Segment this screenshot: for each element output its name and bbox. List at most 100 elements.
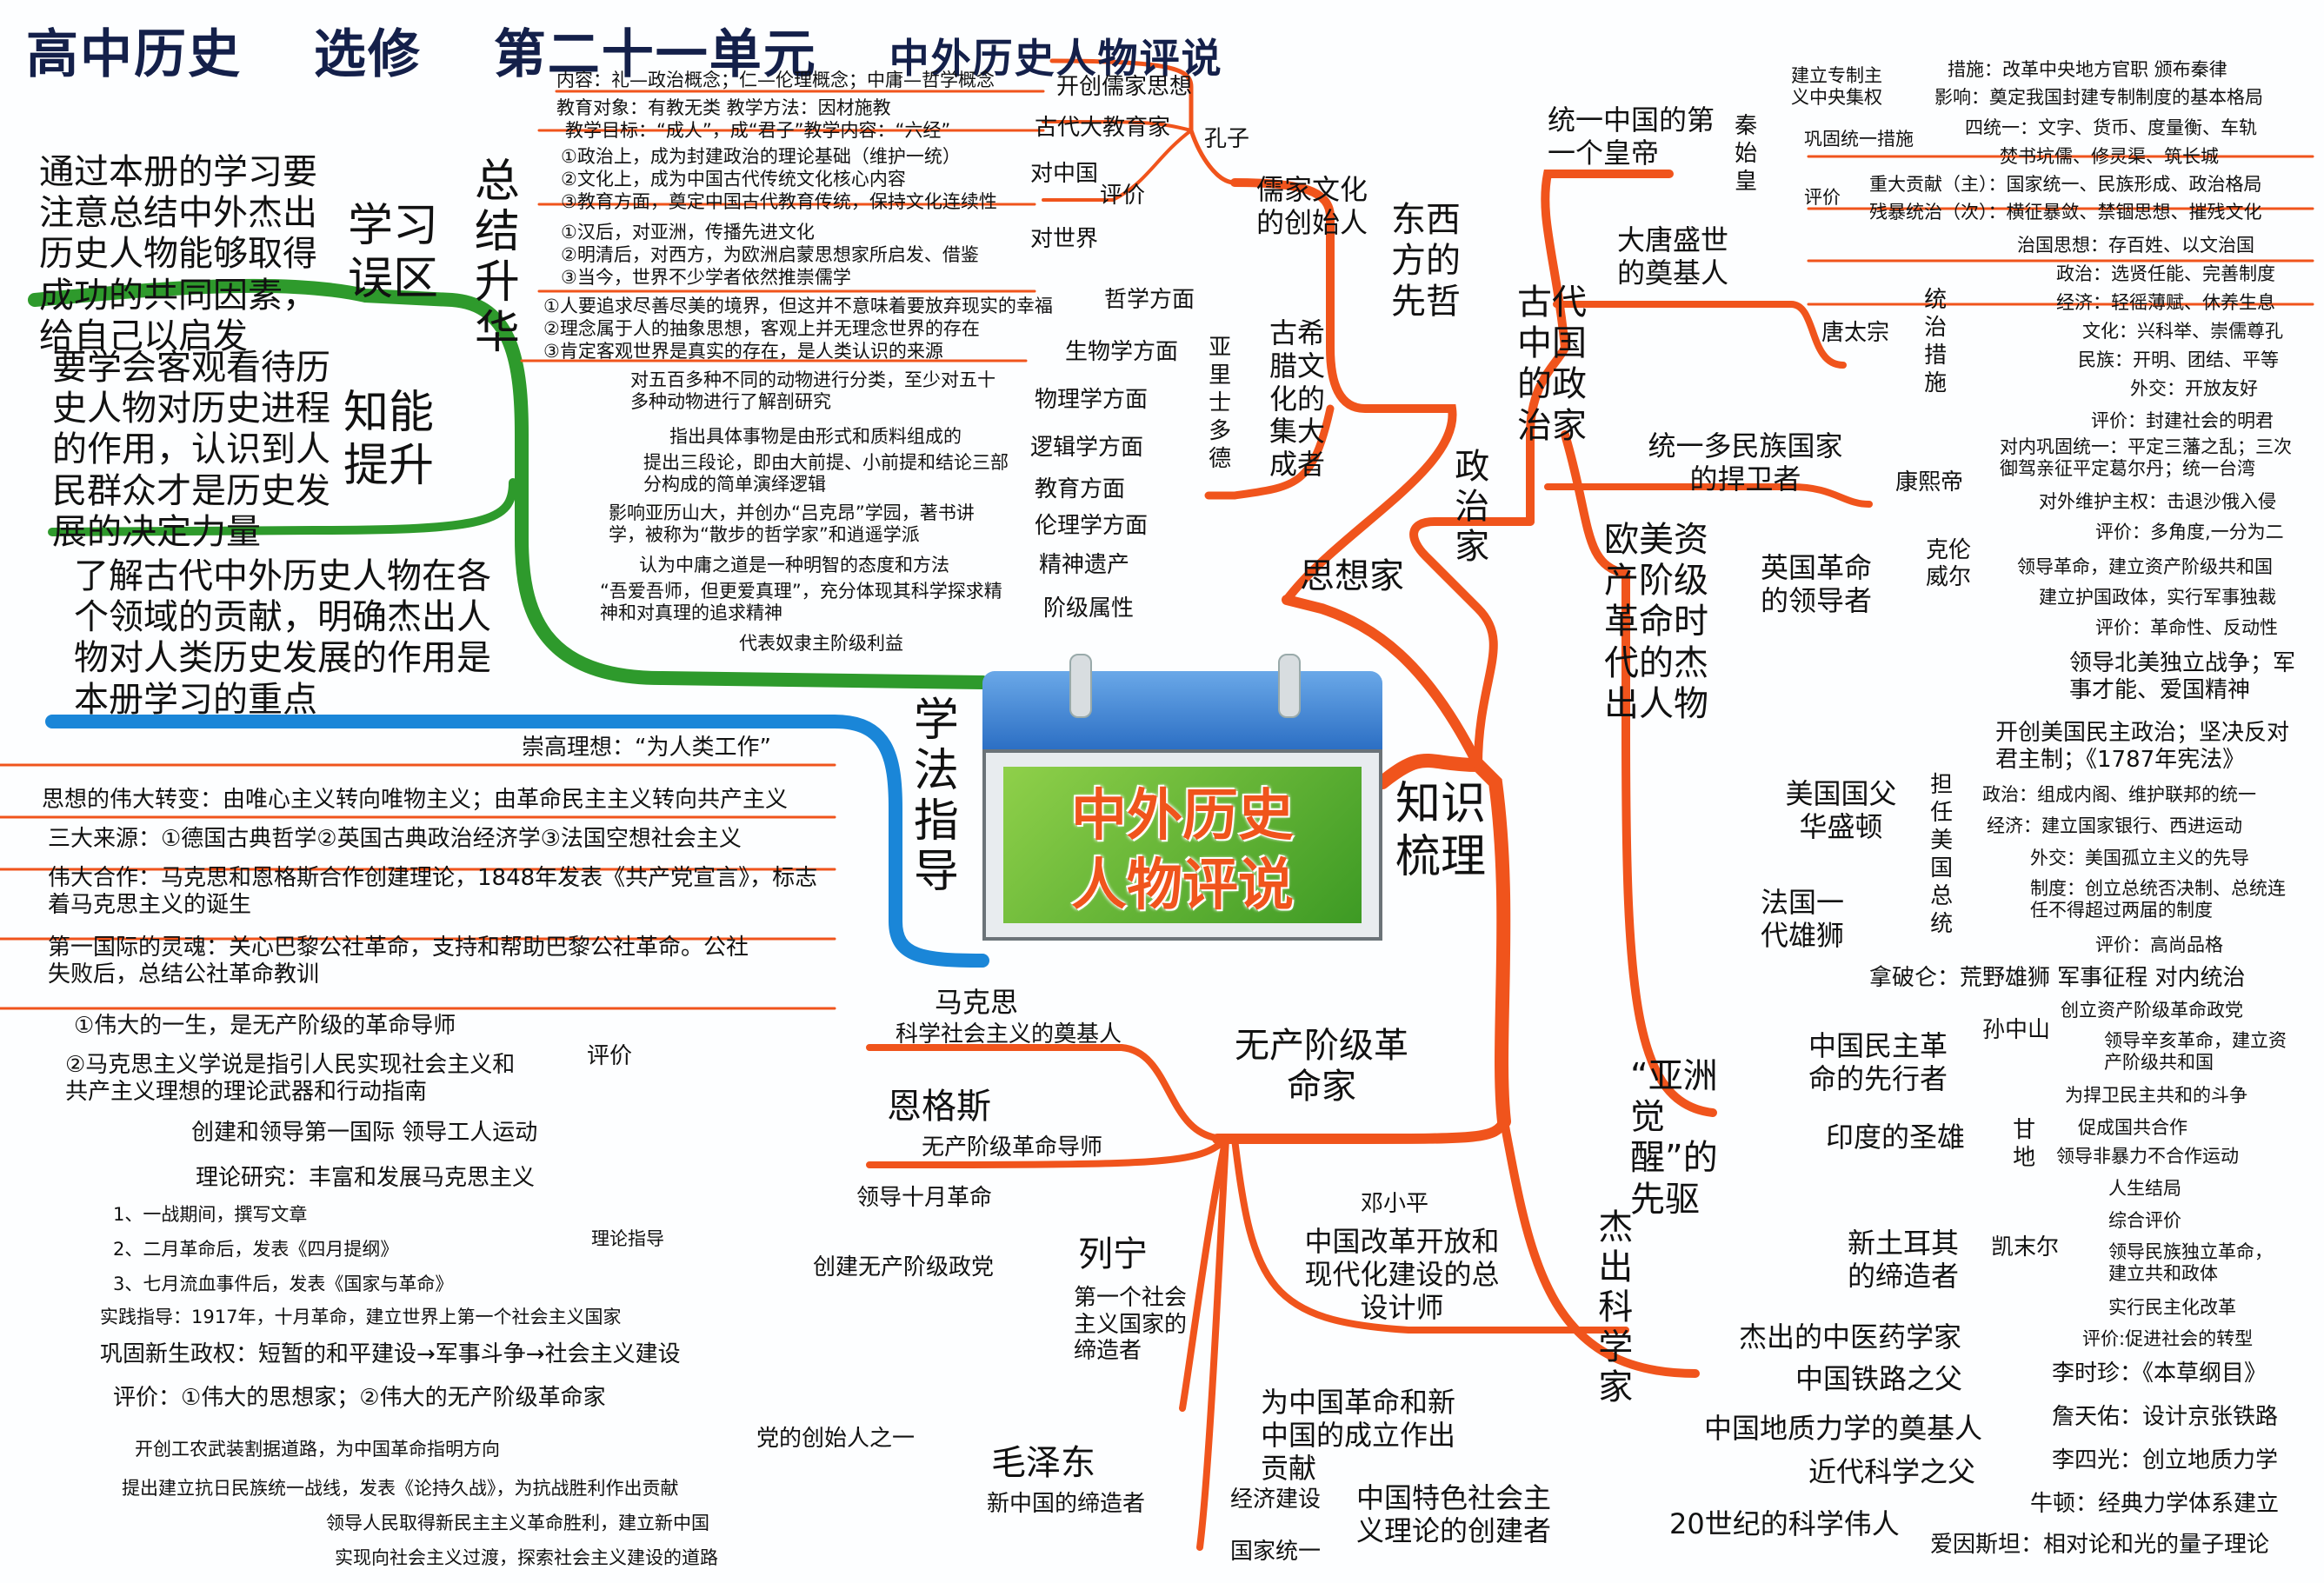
scientist-role: 近代科学之父 xyxy=(1808,1455,1976,1488)
aristotle-philosophy: ①人要追求尽善尽美的境界，但这并不意味着要放弃现实的幸福 xyxy=(543,296,1053,316)
qin-branch-label: 评价 xyxy=(1804,187,1841,208)
qin-item: 措施：改革中央地方官职 颁布秦律 xyxy=(1948,59,2227,80)
center-title-line2: 人物评说 xyxy=(1071,854,1294,918)
qin-branch-label: 巩固统一措施 xyxy=(1804,129,1914,150)
aristotle-logic: 提出三段论，即由大前提、小前提和结论三部分构成的简单演绎逻辑 xyxy=(643,452,1009,495)
center-calendar: 中外历史 人物评说 xyxy=(982,654,1382,941)
politicians-label: 政治家 xyxy=(1448,448,1489,568)
qin-item: 影响：奠定我国封建专制制度的基本格局 xyxy=(1934,87,2263,108)
aristotle-education: 影响亚历山大，并创办“吕克昂”学园，著书讲学，被称为“散步的哲学家”和逍遥学派 xyxy=(609,502,975,545)
sun-item: 创立资产阶级革命政党 xyxy=(2061,1000,2243,1021)
confucius-eval-world-label: 对世界 xyxy=(1030,226,1099,252)
lenin-theory-item: 2、二月革命后，发表《四月提纲》 xyxy=(113,1239,399,1260)
kemal-item: 领导民族独立革命，建立共和政体 xyxy=(2108,1241,2273,1284)
lenin-item: 评价：①伟大的思想家；②伟大的无产阶级革命家 xyxy=(113,1385,606,1411)
title-course: 高中历史 xyxy=(26,24,242,85)
washington-president-item: 评价：高尚品格 xyxy=(2095,935,2223,955)
marx-item: 崇高理想：“为人类工作” xyxy=(522,735,771,761)
kemal-role: 新土耳其的缔造者 xyxy=(1848,1227,1960,1293)
confucius-content: 内容：礼—政治概念；仁—伦理概念；中庸—哲学概念 xyxy=(556,70,995,90)
zhineng-tisheng-text: 要学会客观看待历史人物对历史进程的作用，认识到人民群众才是历史发展的决定力量 xyxy=(52,348,330,552)
lenin-title: 第一个社会主义国家的缔造者 xyxy=(1074,1285,1188,1365)
marx-item: 第一国际的灵魂：关心巴黎公社革命，支持和帮助巴黎公社革命。公社失败后，总结公社革… xyxy=(48,935,749,988)
sun-item: 领导辛亥革命，建立资产阶级共和国 xyxy=(2104,1030,2287,1073)
washington-president-label: 担任美国总统 xyxy=(1926,772,1953,939)
bourgeois-label: 欧美资产阶级革命时代的杰出人物 xyxy=(1604,520,1708,724)
cromwell-name: 克伦威尔 xyxy=(1926,537,1972,590)
method-label: 学法指导 xyxy=(905,695,958,897)
scientists-label: 杰出科学家 xyxy=(1592,1208,1633,1408)
tang-item: 治国思想：存百姓、以文治国 xyxy=(2017,235,2254,256)
washington-president-item: 外交：美国孤立主义的先导 xyxy=(2030,848,2249,868)
deng-theory: 中国特色社会主义理论的创建者 xyxy=(1356,1481,1552,1547)
confucius-eval-world: ①汉后，对亚洲，传播先进文化 xyxy=(561,222,815,243)
tang-sub-label: 统治措施 xyxy=(1920,287,1947,398)
mao-title: 新中国的缔造者 xyxy=(987,1491,1146,1517)
mao-item: 党的创始人之一 xyxy=(756,1426,916,1452)
washington-item: 开创美国民主政治；坚决反对君主制；《1787年宪法》 xyxy=(1995,720,2290,773)
aristotle-branch-label: 物理学方面 xyxy=(1035,387,1149,413)
deng-item: 国家统一 xyxy=(1230,1539,1322,1565)
scientist-role: 中国地质力学的奠基人 xyxy=(1704,1412,1983,1445)
aristotle-branch-label: 精神遗产 xyxy=(1039,552,1130,578)
lenin-item: 巩固新生政权：短暂的和平建设→军事斗争→社会主义建设 xyxy=(100,1341,681,1367)
confucius-eval-world: ③当今，世界不少学者依然推崇儒学 xyxy=(561,267,851,288)
zhineng-tisheng-label: 知能提升 xyxy=(343,387,435,493)
aristotle-branch-label: 教育方面 xyxy=(1035,476,1126,502)
confucius-eval-china-label: 对中国 xyxy=(1030,161,1099,187)
confucius-eval-world: ②明清后，对西方，为欧洲启蒙思想家所启发、借鉴 xyxy=(561,244,979,265)
confucius-eval-china: ③教育方面，奠定中国古代教育传统，保持文化连续性 xyxy=(561,191,997,212)
calendar-ring-icon xyxy=(1278,654,1301,718)
cromwell-item: 领导革命，建立资产阶级共和国 xyxy=(2017,556,2273,577)
title-unit: 第二十一单元 xyxy=(493,24,817,85)
washington-president-item: 经济：建立国家银行、西进运动 xyxy=(1987,815,2242,836)
calendar-panel xyxy=(1003,767,1362,923)
lenin-branch: 理论指导 xyxy=(591,1228,664,1249)
sun-item: 为捍卫民主共和的斗争 xyxy=(2065,1085,2247,1106)
lenin-name: 列宁 xyxy=(1078,1234,1148,1274)
aristotle-branch-label: 阶级属性 xyxy=(1043,595,1135,622)
qin-item: 残暴统治（次）：横征暴敛、禁锢思想、摧残文化 xyxy=(1869,202,2262,223)
qin-item: 四统一：文字、货币、度量衡、车轨 xyxy=(1965,117,2257,138)
knowledge-label: 知识梳理 xyxy=(1395,778,1487,884)
qin-item: 焚书坑儒、修灵渠、筑长城 xyxy=(2000,146,2219,167)
engels-title: 无产阶级革命导师 xyxy=(922,1134,1103,1161)
scientist-role: 杰出的中医药学家 xyxy=(1739,1320,1962,1354)
tang-item: 经济：轻徭薄赋、休养生息 xyxy=(2056,292,2275,313)
aristotle-branch-label: 逻辑学方面 xyxy=(1030,435,1144,461)
gandhi-role: 印度的圣雄 xyxy=(1826,1121,1966,1154)
sun-item: 促成国共合作 xyxy=(2078,1117,2187,1138)
lenin-branch: 领导十月革命 xyxy=(856,1185,993,1211)
summary-label: 总结升华 xyxy=(466,156,519,358)
sun-role: 中国民主革命的先行者 xyxy=(1808,1029,1948,1095)
xuexi-wuqu-text: 通过本册的学习要注意总结中外杰出历史人物能够取得成功的共同因素，给自己以启发 xyxy=(39,152,317,356)
tang-role: 大唐盛世的奠基人 xyxy=(1617,223,1729,289)
scientist-desc: 爱因斯坦：相对论和光的量子理论 xyxy=(1930,1532,2270,1558)
aristotle-philosophy: ③肯定客观世界是真实的存在，是人类认识的来源 xyxy=(543,341,943,362)
kemal-item: 实行民主化改革 xyxy=(2108,1297,2236,1318)
tang-item: 评价：封建社会的明君 xyxy=(2091,410,2274,431)
aristotle-biology: 对五百多种不同的动物进行分类，至少对五十多种动物进行了解剖研究 xyxy=(630,369,996,412)
tang-item: 政治：选贤任能、完善制度 xyxy=(2056,263,2275,284)
mao-item: 领导人民取得新民主主义革命胜利，建立新中国 xyxy=(326,1513,709,1533)
lenin-theory-item: 1、一战期间，撰写文章 xyxy=(113,1204,308,1225)
engels-item: 创建和领导第一国际 领导工人运动 xyxy=(191,1120,538,1146)
washington-president-item: 政治：组成内阁、维护联邦的统一 xyxy=(1982,784,2256,805)
confucius-title: 儒家文化的创始人 xyxy=(1256,173,1368,239)
marx-item: 伟大合作：马克思和恩格斯合作创建理论，1848年发表《共产党宣言》，标志着马克思… xyxy=(48,865,818,918)
scientist-desc: 牛顿：经典力学体系建立 xyxy=(2030,1491,2280,1517)
tang-item: 民族：开明、团结、平等 xyxy=(2078,349,2279,370)
aristotle-ethics: 认为中庸之道是一种明智的态度和方法 xyxy=(639,555,949,575)
lenin-theory-item: 3、七月流血事件后，发表《国家与革命》 xyxy=(113,1274,454,1294)
revolutionaries-label: 无产阶级革命家 xyxy=(1235,1026,1408,1107)
confucius-name: 孔子 xyxy=(1204,126,1250,152)
scientist-desc: 詹天佑：设计京张铁路 xyxy=(2052,1404,2279,1430)
deng-title: 中国改革开放和现代化建设的总设计师 xyxy=(1304,1225,1500,1324)
aristotle-physics: 指出具体事物是由形式和质料组成的 xyxy=(669,426,962,447)
qin-branch-label: 建立专制主义中央集权 xyxy=(1791,65,1882,108)
kemal-item: 评价:促进社会的转型 xyxy=(2082,1328,2254,1349)
confucius-edu-item: 教育对象：有教无类 教学方法：因材施教 xyxy=(556,97,891,118)
ancient-china-label: 古代中国的政治家 xyxy=(1517,283,1587,446)
asia-label: “亚洲觉醒”的先驱 xyxy=(1630,1056,1718,1220)
